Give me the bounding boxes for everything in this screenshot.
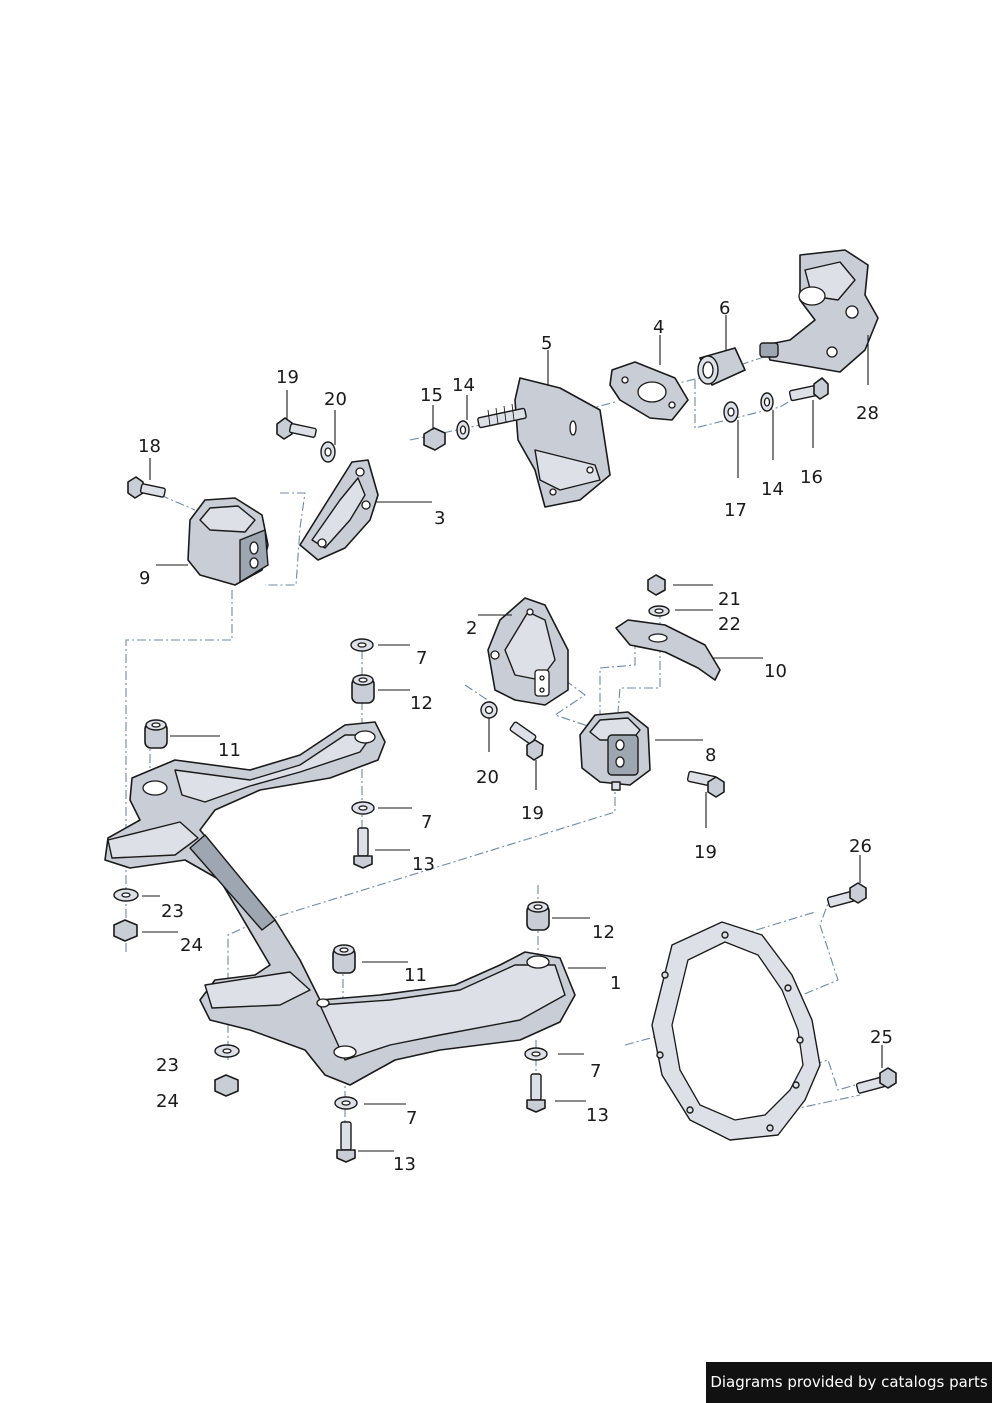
bushing-part-6 bbox=[697, 347, 746, 386]
bracket-part-2 bbox=[487, 597, 569, 706]
callout-23-b: 23 bbox=[156, 1055, 179, 1076]
bolt-part-19b bbox=[509, 721, 544, 761]
callout-3: 3 bbox=[434, 508, 445, 529]
callout-19-right: 19 bbox=[694, 842, 717, 863]
footer-credit-banner: Diagrams provided by catalogs parts bbox=[706, 1362, 992, 1403]
callout-7-d: 7 bbox=[406, 1108, 417, 1129]
washer-part-7d bbox=[334, 1096, 358, 1110]
bolt-part-19c bbox=[686, 770, 725, 798]
bracket-plate-part-5 bbox=[514, 377, 611, 508]
callout-8: 8 bbox=[705, 745, 716, 766]
callout-10: 10 bbox=[764, 661, 787, 682]
leader-lines bbox=[142, 315, 883, 1152]
callout-16: 16 bbox=[800, 467, 823, 488]
bracket-part-10 bbox=[615, 619, 721, 681]
callout-20-lower: 20 bbox=[476, 767, 499, 788]
callout-23-a: 23 bbox=[161, 901, 184, 922]
callout-13-c: 13 bbox=[393, 1154, 416, 1175]
callout-18: 18 bbox=[138, 436, 161, 457]
callout-21: 21 bbox=[718, 589, 741, 610]
callout-14-right: 14 bbox=[761, 479, 784, 500]
bushing-part-12b bbox=[526, 901, 550, 931]
bolt-part-26 bbox=[826, 882, 867, 908]
callout-17: 17 bbox=[724, 500, 747, 521]
bushing-part-11b bbox=[332, 944, 356, 974]
callout-2: 2 bbox=[466, 618, 477, 639]
callout-20-top: 20 bbox=[324, 389, 347, 410]
callout-28: 28 bbox=[856, 403, 879, 424]
bolt-part-18 bbox=[127, 476, 166, 499]
callout-14-left: 14 bbox=[452, 375, 475, 396]
callout-13-b: 13 bbox=[586, 1105, 609, 1126]
callout-13-a: 13 bbox=[412, 854, 435, 875]
bolt-part-13a bbox=[353, 827, 373, 869]
callout-11-a: 11 bbox=[218, 740, 241, 761]
washer-part-7b bbox=[351, 801, 375, 815]
washer-part-20a bbox=[320, 441, 336, 463]
subframe-part-1 bbox=[104, 721, 576, 1086]
bracket-part-3 bbox=[299, 459, 379, 561]
nut-part-15 bbox=[423, 427, 446, 451]
washer-part-17 bbox=[723, 401, 739, 423]
bushing-part-11a bbox=[144, 719, 168, 749]
bolt-part-25 bbox=[855, 1067, 897, 1094]
callout-9: 9 bbox=[139, 568, 150, 589]
callout-7-b: 7 bbox=[421, 812, 432, 833]
washer-part-14b bbox=[760, 392, 774, 412]
washer-part-7c bbox=[524, 1047, 548, 1061]
callout-24-a: 24 bbox=[180, 935, 203, 956]
callout-11-b: 11 bbox=[404, 965, 427, 986]
callout-25: 25 bbox=[870, 1027, 893, 1048]
bolt-part-13b bbox=[526, 1073, 546, 1113]
callout-12-b: 12 bbox=[592, 922, 615, 943]
washer-part-14 bbox=[456, 420, 470, 440]
callout-7-c: 7 bbox=[590, 1061, 601, 1082]
washer-part-20b bbox=[480, 701, 498, 719]
bracket-housing-part-28 bbox=[759, 249, 879, 373]
callout-24-b: 24 bbox=[156, 1091, 179, 1112]
engine-mount-part-9 bbox=[187, 497, 269, 586]
callout-19-middle: 19 bbox=[521, 803, 544, 824]
nut-part-24b bbox=[214, 1074, 239, 1097]
nut-part-21 bbox=[647, 574, 666, 596]
callout-19-top: 19 bbox=[276, 367, 299, 388]
plate-part-4 bbox=[609, 361, 689, 421]
gasket-plate bbox=[651, 921, 821, 1141]
bolt-part-16 bbox=[788, 377, 829, 402]
callout-1: 1 bbox=[610, 973, 621, 994]
callout-5: 5 bbox=[541, 333, 552, 354]
callout-22: 22 bbox=[718, 614, 741, 635]
callout-15: 15 bbox=[420, 385, 443, 406]
engine-mount-part-8 bbox=[579, 711, 651, 791]
bushing-part-12a bbox=[351, 674, 375, 704]
nut-part-24a bbox=[113, 919, 138, 942]
callout-6: 6 bbox=[719, 298, 730, 319]
callout-26: 26 bbox=[849, 836, 872, 857]
washer-part-22 bbox=[648, 605, 670, 617]
callout-12-a: 12 bbox=[410, 693, 433, 714]
callout-4: 4 bbox=[653, 317, 664, 338]
stud-bolt bbox=[477, 403, 527, 429]
bolt-part-19a bbox=[276, 417, 317, 440]
bolt-part-13c bbox=[336, 1121, 356, 1163]
washer-part-23b bbox=[214, 1044, 240, 1058]
washer-part-23a bbox=[113, 888, 139, 902]
washer-part-7a bbox=[350, 638, 374, 652]
callout-labels: 19 20 18 15 14 5 4 6 28 17 14 16 3 9 2 2… bbox=[138, 298, 893, 1175]
callout-7-a: 7 bbox=[416, 648, 427, 669]
